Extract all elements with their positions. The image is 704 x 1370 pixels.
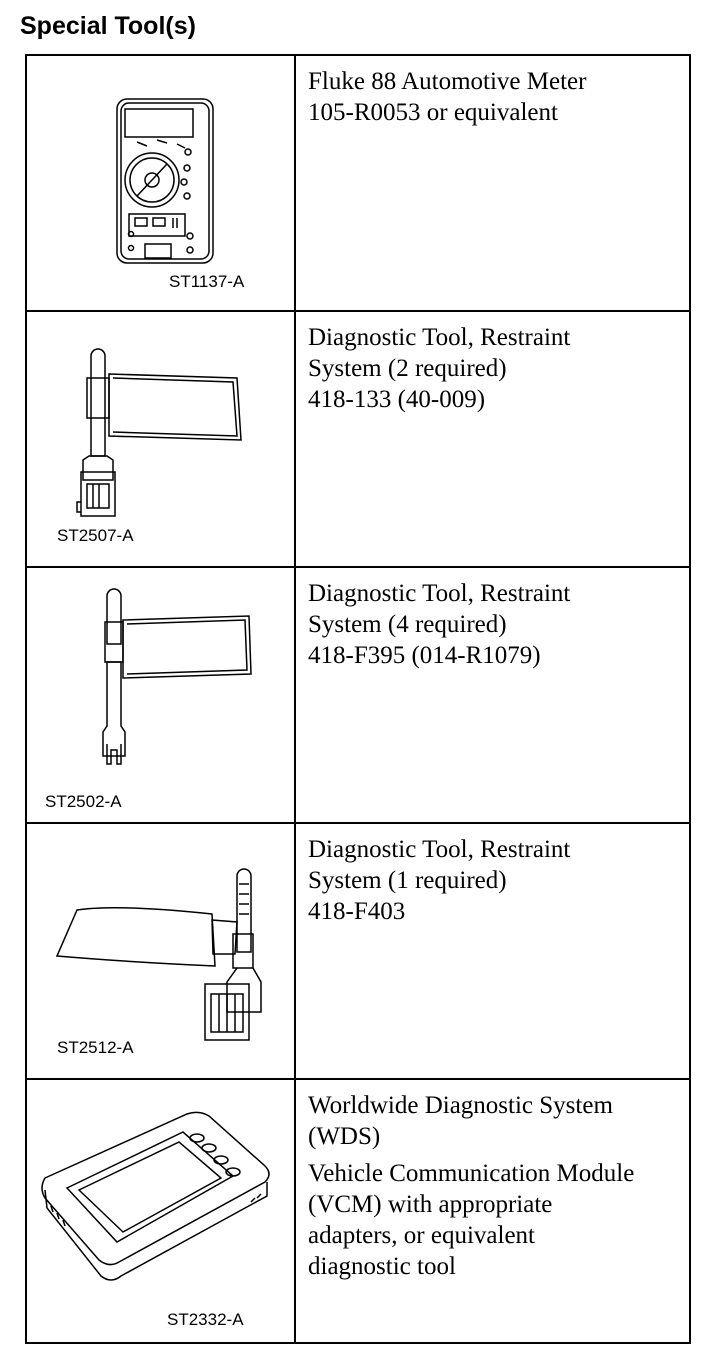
tool-description-line: 418-133 (40-009) [308, 386, 486, 413]
tool-image-cell: ST1137-A [25, 54, 296, 312]
tool-description-cell: Worldwide Diagnostic System (WDS) Vehicl… [294, 1078, 691, 1344]
tool-description-line: Diagnostic Tool, Restraint [308, 580, 571, 607]
tool-description-cell: Diagnostic Tool, Restraint System (1 req… [294, 822, 691, 1080]
tool-description-line: System (1 required) [308, 867, 507, 894]
tool-description-line: System (4 required) [308, 611, 507, 638]
diagnostic-system-tablet-icon [41, 1111, 270, 1281]
restraint-diagnostic-tool-plug-icon [55, 868, 262, 1041]
tool-description-line: 105-R0053 or equivalent [308, 99, 558, 126]
tool-description-line: Diagnostic Tool, Restraint [308, 324, 571, 351]
tool-description-line: 418-F403 [308, 898, 406, 925]
tool-description-line: adapters, or equivalent [308, 1222, 535, 1249]
tool-image-cell: ST2332-A [25, 1078, 296, 1344]
tool-description-cell: Diagnostic Tool, Restraint System (4 req… [294, 566, 691, 824]
multimeter-icon [116, 98, 214, 264]
tool-image-cell: ST2507-A [25, 310, 296, 568]
tool-image-cell: ST2502-A [25, 566, 296, 824]
restraint-diagnostic-tool-fork-icon [102, 588, 252, 765]
tool-description-line: (WDS) [308, 1123, 381, 1150]
tool-callout-label: ST2332-A [167, 1310, 244, 1329]
tool-row: ST2502-A Diagnostic Tool, Restraint Syst… [25, 566, 691, 824]
tool-row: ST2512-A Diagnostic Tool, Restraint Syst… [25, 822, 691, 1080]
tool-description-line: Diagnostic Tool, Restraint [308, 836, 571, 863]
tool-row: ST2507-A Diagnostic Tool, Restraint Syst… [25, 310, 691, 568]
tool-callout-label: ST2512-A [57, 1038, 134, 1057]
tool-description-line: Worldwide Diagnostic System [308, 1092, 613, 1119]
tool-description-line: System (2 required) [308, 355, 507, 382]
tool-description-line: diagnostic tool [308, 1253, 456, 1280]
tool-description-line: (VCM) with appropriate [308, 1191, 553, 1218]
tool-image-cell: ST2512-A [25, 822, 296, 1080]
tool-row: ST1137-A Fluke 88 Automotive Meter 105-R… [25, 54, 691, 312]
special-tools-table: ST1137-A Fluke 88 Automotive Meter 105-R… [25, 54, 691, 1344]
restraint-diagnostic-tool-connector-icon [76, 348, 242, 517]
tool-description-line: 418-F395 (014-R1079) [308, 642, 541, 669]
tool-description-line: Vehicle Communication Module [308, 1160, 635, 1187]
tool-callout-label: ST1137-A [169, 272, 245, 291]
page-title: Special Tool(s) [20, 12, 196, 40]
tool-row: ST2332-A Worldwide Diagnostic System (WD… [25, 1078, 691, 1344]
tool-description-line: Fluke 88 Automotive Meter [308, 68, 587, 95]
tool-callout-label: ST2502-A [45, 792, 122, 811]
tool-description-cell: Fluke 88 Automotive Meter 105-R0053 or e… [294, 54, 691, 312]
tool-description-cell: Diagnostic Tool, Restraint System (2 req… [294, 310, 691, 568]
tool-callout-label: ST2507-A [57, 526, 134, 545]
